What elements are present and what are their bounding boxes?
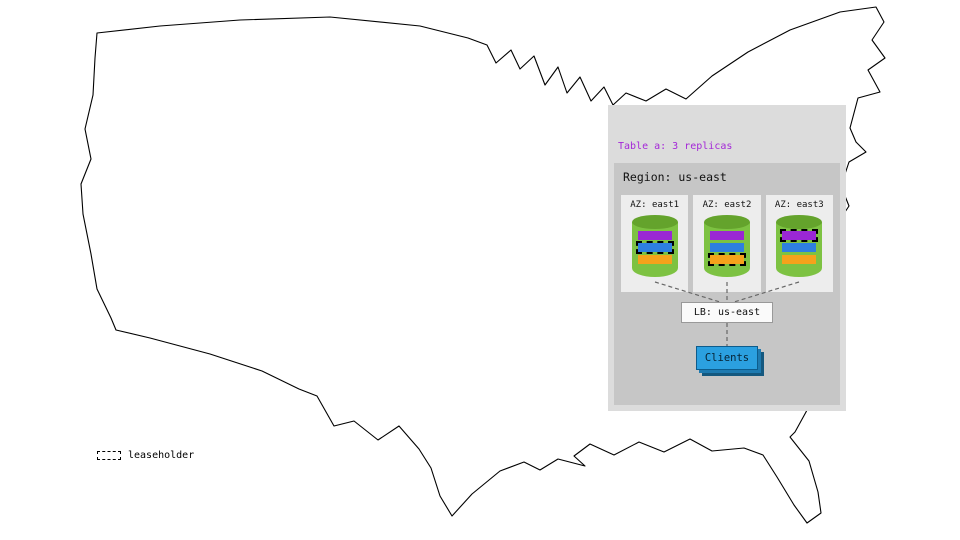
load-balancer-box: LB: us-east [681,302,773,323]
replica-table-b [637,255,672,264]
az-row: AZ: east1 AZ: east2 [621,195,833,292]
replica-table-b [782,255,817,264]
replica-table-a-leaseholder [780,229,819,242]
region-label: Region: us-east [623,170,727,184]
database-cylinder-east3 [776,215,823,279]
az-east2-label: AZ: east2 [702,200,752,210]
clients-stack: Clients [696,346,764,376]
database-cylinder-east2 [703,215,750,279]
az-east1-label: AZ: east1 [630,200,680,210]
replica-index-a [782,243,817,252]
cylinder-body [631,222,678,277]
replica-table-a [709,231,744,240]
region-diagram-panel: Table a: 3 replicas Index a: 3 replicas … [608,105,846,411]
replica-index-a-leaseholder [635,241,674,254]
replica-table-b-leaseholder [707,253,746,266]
leaseholder-swatch-icon [97,451,121,460]
leaseholder-legend: leaseholder [97,450,194,461]
cylinder-top-icon [776,215,823,229]
cylinder-top-icon [631,215,678,229]
clients-box: Clients [696,346,758,370]
az-box-east2: AZ: east2 [693,195,761,292]
az-box-east3: AZ: east3 [765,195,833,292]
cylinder-body [703,222,750,277]
legend-table-a: Table a: 3 replicas [618,141,733,152]
replica-table-a [637,231,672,240]
replica-index-a [709,243,744,252]
leaseholder-legend-label: leaseholder [128,450,195,461]
az-box-east1: AZ: east1 [621,195,689,292]
az-east3-label: AZ: east3 [774,200,824,210]
cylinder-top-icon [703,215,750,229]
cylinder-body [776,222,823,277]
region-box: Region: us-east AZ: east1 AZ: east2 [614,163,840,405]
database-cylinder-east1 [631,215,678,279]
